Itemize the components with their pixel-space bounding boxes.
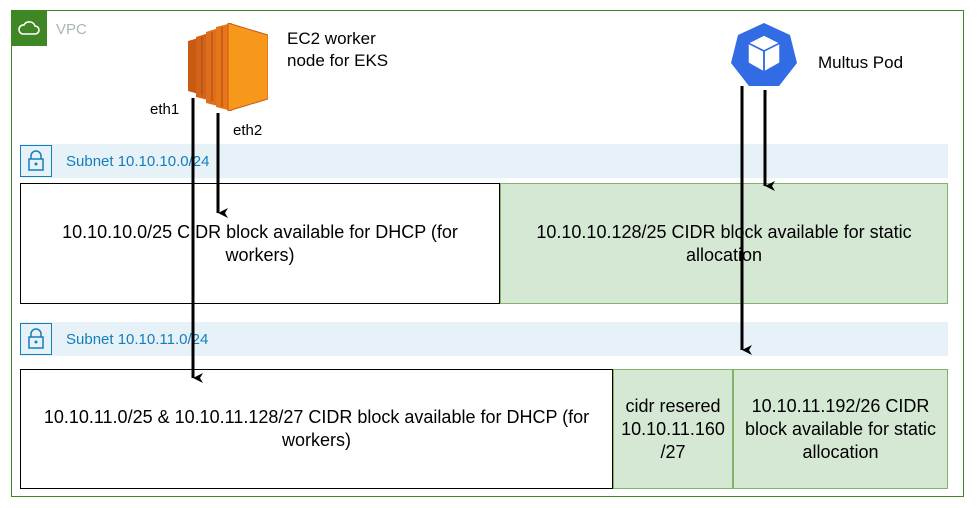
subnet-2-reserved-block: cidr resered 10.10.11.160 /27 [613,369,733,489]
pod-label: Multus Pod [818,53,904,72]
lock-icon [20,145,52,177]
subnet-2-static-text: 10.10.11.192/26 CIDR block available for… [744,395,937,462]
subnet-2-dhcp-block: 10.10.11.0/25 & 10.10.11.128/27 CIDR blo… [20,369,613,489]
vpc-label: VPC [56,21,87,38]
vpc-container [11,10,964,497]
subnet-2-header [20,322,948,356]
subnet-1-label: Subnet 10.10.10.0/24 [66,153,210,170]
lock-icon [20,323,52,355]
subnet-1-static-block: 10.10.10.128/25 CIDR block available for… [500,183,948,304]
cloud-icon [11,10,47,46]
ec2-label-line2: node for EKS [287,51,389,70]
subnet-2-reserved-text: cidr resered 10.10.11.160 /27 [621,395,725,462]
subnet-1-header [20,144,948,178]
subnet-2-static-block: 10.10.11.192/26 CIDR block available for… [733,369,948,489]
kubernetes-pod-icon [730,22,798,88]
eth1-label: eth1 [150,101,180,118]
ec2-label-line1: EC2 worker [287,29,376,48]
eth2-label: eth2 [233,122,263,139]
subnet-1-dhcp-text: 10.10.10.0/25 CIDR block available for D… [62,221,458,265]
subnet-2-dhcp-text: 10.10.11.0/25 & 10.10.11.128/27 CIDR blo… [43,407,590,450]
subnet-2-label: Subnet 10.10.11.0/24 [66,331,209,348]
subnet-1-dhcp-block: 10.10.10.0/25 CIDR block available for D… [20,183,500,304]
ec2-label: EC2 worker node for EKS [287,28,388,72]
